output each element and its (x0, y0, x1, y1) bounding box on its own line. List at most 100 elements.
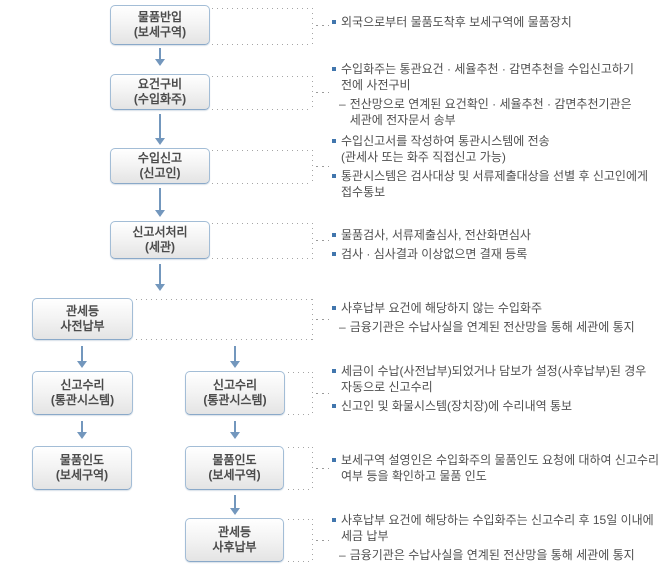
note-item: 사후납부 요건에 해당하지 않는 수입화주 (332, 300, 665, 316)
dotted-line (212, 150, 312, 151)
bullet-icon (332, 252, 336, 256)
dotted-line (312, 8, 313, 45)
note-text: 수입화주는 통관요건 · 세율추천 · 감면추천을 수입신고하기 전에 사전구비 (341, 62, 634, 92)
down-arrow-icon (155, 188, 165, 217)
note-item: 수입신고서를 작성하여 통관시스템에 전송 (관세사 또는 화주 직접신고 가능… (332, 133, 665, 165)
dashed-connector (316, 92, 329, 93)
dashed-connector (316, 240, 329, 241)
note-goods-arrival: 외국으로부터 물품도착후 보세구역에 물품장치 (332, 14, 665, 30)
bullet-icon (332, 174, 336, 178)
node-sublabel: (보세구역) (133, 25, 187, 39)
flow-node-clearance-accept-right: 신고수리 (통관시스템) (185, 371, 285, 415)
dotted-line (212, 76, 312, 77)
down-arrow-icon (230, 346, 240, 368)
note-text: 보세구역 설영인은 수입화주의 물품인도 요청에 대하여 신고수리 여부 등을 … (341, 453, 660, 483)
note-item: 사후납부 요건에 해당하는 수입화주는 신고수리 후 15일 이내에 세금 납부 (332, 512, 665, 544)
note-text: 통관시스템은 검사대상 및 서류제출대상을 선별 후 신고인에게 접수통보 (341, 169, 649, 199)
dotted-line (136, 299, 312, 300)
node-label: 물품반입 (137, 10, 183, 24)
note-clearance-accept: 세금이 수납(사전납부)되었거나 담보가 설정(사후납부)된 경우 자동으로 신… (332, 363, 665, 414)
node-label: 수입신고 (137, 151, 183, 165)
flow-node-goods-delivery-right: 물품인도 (보세구역) (185, 446, 284, 490)
dotted-line (312, 299, 313, 340)
note-text: 전산망으로 연계된 요건확인 · 세율추천 · 감면추천기관은 세관에 전자문서… (349, 97, 632, 127)
note-text: 검사 · 심사결과 이상없으면 결재 등록 (341, 247, 528, 261)
node-sublabel: (수입화주) (133, 92, 187, 106)
note-item: 수입화주는 통관요건 · 세율추천 · 감면추천을 수입신고하기 전에 사전구비 (332, 61, 665, 93)
node-sublabel: (세관) (144, 240, 176, 254)
note-item: 통관시스템은 검사대상 및 서류제출대상을 선별 후 신고인에게 접수통보 (332, 168, 665, 200)
note-subitem: – 금융기관은 수납사실을 연계된 전산망을 통해 세관에 통지 (332, 547, 665, 563)
dotted-line (212, 44, 312, 45)
note-declaration-processing: 물품검사, 서류제출심사, 전산화면심사 검사 · 심사결과 이상없으면 결재 … (332, 227, 665, 262)
node-label: 신고수리 (60, 378, 105, 392)
note-requirements: 수입화주는 통관요건 · 세율추천 · 감면추천을 수입신고하기 전에 사전구비… (332, 61, 665, 128)
dotted-line (288, 447, 312, 448)
note-goods-delivery: 보세구역 설영인은 수입화주의 물품인도 요청에 대하여 신고수리 여부 등을 … (332, 452, 665, 484)
node-label: 신고수리 (212, 378, 258, 392)
dotted-line (288, 414, 312, 415)
dotted-line (212, 258, 312, 259)
down-arrow-icon (77, 421, 87, 439)
dashed-connector (316, 540, 329, 541)
note-text: 물품검사, 서류제출심사, 전산화면심사 (341, 228, 531, 242)
node-sublabel: 사전납부 (60, 319, 105, 333)
flow-node-requirements: 요건구비 (수입화주) (110, 74, 210, 110)
bullet-icon (332, 369, 336, 373)
node-sublabel: 사후납부 (212, 540, 257, 554)
bullet-icon (332, 233, 336, 237)
note-duty-postpayment: 사후납부 요건에 해당하는 수입화주는 신고수리 후 15일 이내에 세금 납부… (332, 512, 665, 563)
node-sublabel: (보세구역) (55, 468, 109, 482)
dotted-line (288, 489, 312, 490)
node-sublabel: (보세구역) (208, 468, 261, 482)
note-item: 세금이 수납(사전납부)되었거나 담보가 설정(사후납부)된 경우 자동으로 신… (332, 363, 665, 395)
dotted-line (312, 372, 313, 415)
flow-node-goods-delivery-left: 물품인도 (보세구역) (32, 446, 132, 490)
note-item: 신고인 및 화물시스템(장치장)에 수리내역 통보 (332, 398, 665, 414)
dashed-connector (316, 166, 329, 167)
bullet-icon (332, 518, 336, 522)
note-item: 검사 · 심사결과 이상없으면 결재 등록 (332, 246, 665, 262)
note-subitem: – 금융기관은 수납사실을 연계된 전산망을 통해 세관에 통지 (332, 319, 665, 335)
down-arrow-icon (77, 346, 87, 368)
note-text: 신고인 및 화물시스템(장치장)에 수리내역 통보 (341, 399, 573, 413)
note-item: 외국으로부터 물품도착후 보세구역에 물품장치 (332, 14, 665, 30)
bullet-icon (332, 306, 336, 310)
node-sublabel: (통관시스템) (203, 393, 267, 407)
note-text: 외국으로부터 물품도착후 보세구역에 물품장치 (341, 15, 572, 29)
dotted-line (312, 447, 313, 490)
dotted-line (312, 150, 313, 184)
note-item: 물품검사, 서류제출심사, 전산화면심사 (332, 227, 665, 243)
flow-node-import-declaration: 수입신고 (신고인) (110, 148, 210, 184)
note-import-declaration: 수입신고서를 작성하여 통관시스템에 전송 (관세사 또는 화주 직접신고 가능… (332, 133, 665, 200)
dotted-line (212, 183, 312, 184)
bullet-icon (332, 67, 336, 71)
node-sublabel: (통관시스템) (50, 393, 115, 407)
flow-node-duty-postpayment: 관세등 사후납부 (185, 518, 284, 562)
bullet-icon (332, 404, 336, 408)
note-text: 금융기관은 수납사실을 연계된 전산망을 통해 세관에 통지 (349, 548, 635, 562)
bullet-icon (332, 458, 336, 462)
node-sublabel: (신고인) (139, 166, 181, 180)
note-text: 세금이 수납(사전납부)되었거나 담보가 설정(사후납부)된 경우 자동으로 신… (341, 364, 647, 394)
flow-node-declaration-processing: 신고서처리 (세관) (110, 221, 210, 259)
node-label: 요건구비 (137, 77, 183, 91)
dotted-line (312, 76, 313, 110)
dotted-line (288, 561, 312, 562)
down-arrow-icon (155, 48, 165, 66)
node-label: 신고서처리 (132, 225, 188, 239)
dotted-line (288, 519, 312, 520)
dash-prefix: – (339, 320, 346, 334)
down-arrow-icon (230, 495, 240, 515)
dotted-line (312, 519, 313, 562)
dashed-connector (316, 468, 329, 469)
note-item: 보세구역 설영인은 수입화주의 물품인도 요청에 대하여 신고수리 여부 등을 … (332, 452, 665, 484)
node-label: 관세등 (217, 525, 252, 539)
note-subitem: – 전산망으로 연계된 요건확인 · 세율추천 · 감면추천기관은 세관에 전자… (332, 96, 665, 128)
dotted-line (312, 223, 313, 259)
dotted-line (288, 372, 312, 373)
dash-prefix: – (339, 97, 346, 111)
bullet-icon (332, 139, 336, 143)
node-label: 물품인도 (59, 453, 105, 467)
note-text: 수입신고서를 작성하여 통관시스템에 전송 (관세사 또는 화주 직접신고 가능… (341, 134, 550, 164)
